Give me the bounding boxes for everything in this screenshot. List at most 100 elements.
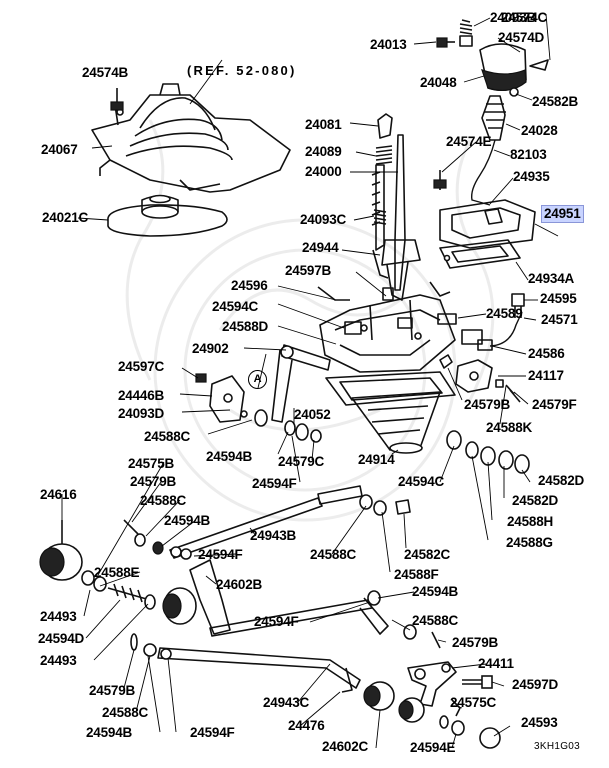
part-label-24594b: 24594B [164,513,211,528]
part-label-24588c: 24588C [144,429,191,444]
washers-set-2 [123,494,411,555]
part-label-24579f: 24579F [532,397,577,412]
part-label-24594b: 24594B [86,725,133,740]
part-label-24013: 24013 [370,37,407,52]
part-label-24588g: 24588G [506,535,553,550]
rod-24943C [143,643,395,711]
part-label-24597b: 24597B [285,263,332,278]
bracket-24446B [195,373,245,423]
pin-24081 [377,113,393,139]
part-label-24575c: 24575C [450,695,497,710]
part-label-24411: 24411 [478,656,514,671]
rod-24943B [169,485,363,560]
clip-24575C [451,699,461,717]
part-label-24575b: 24575B [128,456,175,471]
part-label-24493: 24493 [40,609,77,624]
part-label-24902: 24902 [192,341,229,356]
part-label-24597d: 24597D [512,677,559,692]
part-label-24935: 24935 [513,169,550,184]
part-label-24574e: 24574E [446,134,492,149]
part-label-24616: 24616 [40,487,77,502]
part-label-24493: 24493 [40,653,77,668]
part-label-24593: 24593 [521,715,558,730]
part-label-24951: 24951 [541,205,584,223]
part-label-24571: 24571 [541,312,578,327]
spring-stack-24493 [81,570,156,610]
part-label-24602c: 24602C [322,739,369,754]
part-label-24093c: 24093C [300,212,347,227]
part-label-24579c: 24579C [278,454,325,469]
cap-24593 [439,715,501,749]
marker-a: A [248,370,267,389]
part-label-24579b: 24579B [464,397,511,412]
part-label-24588f: 24588F [394,567,439,582]
part-label-24582d: 24582D [512,493,559,508]
part-label-24117: 24117 [528,368,564,383]
plate-24934A [439,239,521,269]
part-label-24021c: 24021C [42,210,89,225]
part-label-24588c: 24588C [412,613,459,628]
part-label-24588k: 24588K [486,420,533,435]
part-label-24093d: 24093D [118,406,165,421]
part-label-24594f: 24594F [254,614,299,629]
part-label-24093b: 24093B [490,10,537,25]
part-label-24089: 24089 [305,144,342,159]
part-label-24574b: 24574B [82,65,129,80]
part-label-24588e: 24588E [94,565,140,580]
part-label-24579b: 24579B [89,683,136,698]
dust-cover-24021C [107,194,228,237]
part-label-24446b: 24446B [118,388,165,403]
part-label-24586: 24586 [528,346,565,361]
part-label-24594b: 24594B [206,449,253,464]
part-label-24943b: 24943B [250,528,297,543]
spring-24093B [459,19,473,47]
boot-plate-24067 [91,83,291,193]
part-label-24048: 24048 [420,75,457,90]
ref-label: (REF. 52-080) [187,63,297,78]
screw-24574B [110,88,124,111]
part-label-24588c: 24588C [140,493,187,508]
part-label-24934a: 24934A [528,271,575,286]
bushings-row [446,430,530,474]
part-label-24582b: 24582B [532,94,579,109]
part-label-24588d: 24588D [222,319,269,334]
part-label-24589: 24589 [486,306,523,321]
part-label-24588c: 24588C [310,547,357,562]
pin-24579F [509,389,521,403]
part-label-24067: 24067 [41,142,78,157]
part-label-24594f: 24594F [198,547,243,562]
bracket-24411 [398,661,457,723]
part-label-24597c: 24597C [118,359,165,374]
part-label-24579b: 24579B [452,635,499,650]
part-label-24476: 24476 [288,718,325,733]
rod-24476 [209,597,389,693]
gasket-24052 [325,371,456,406]
part-label-24594b: 24594B [412,584,459,599]
part-label-24574c: 24574C [501,10,548,25]
shift-knob-24048 [470,43,549,206]
part-label-24594e: 24594E [410,740,456,755]
part-label-82103: 82103 [510,147,547,162]
part-label-24588c: 24588C [102,705,149,720]
part-label-24594c: 24594C [212,299,259,314]
shift-base-assembly [317,281,456,373]
lever-24902 [271,344,331,423]
part-label-24594f: 24594F [190,725,235,740]
leader-lines [61,13,551,749]
part-label-24943c: 24943C [263,695,310,710]
part-label-24081: 24081 [305,117,342,132]
part-label-24588h: 24588H [507,514,554,529]
part-label-24596: 24596 [231,278,268,293]
spring-24093C [373,209,387,225]
spring-24089 [375,145,393,165]
part-label-24594d: 24594D [38,631,85,646]
bolt-24013 [436,37,455,48]
part-label-24595: 24595 [540,291,577,306]
part-label-24582d: 24582D [538,473,585,488]
part-label-24579b: 24579B [130,474,177,489]
part-label-24000: 24000 [305,164,342,179]
connectors-24589 [437,293,525,351]
washers-set-1 [240,409,322,443]
